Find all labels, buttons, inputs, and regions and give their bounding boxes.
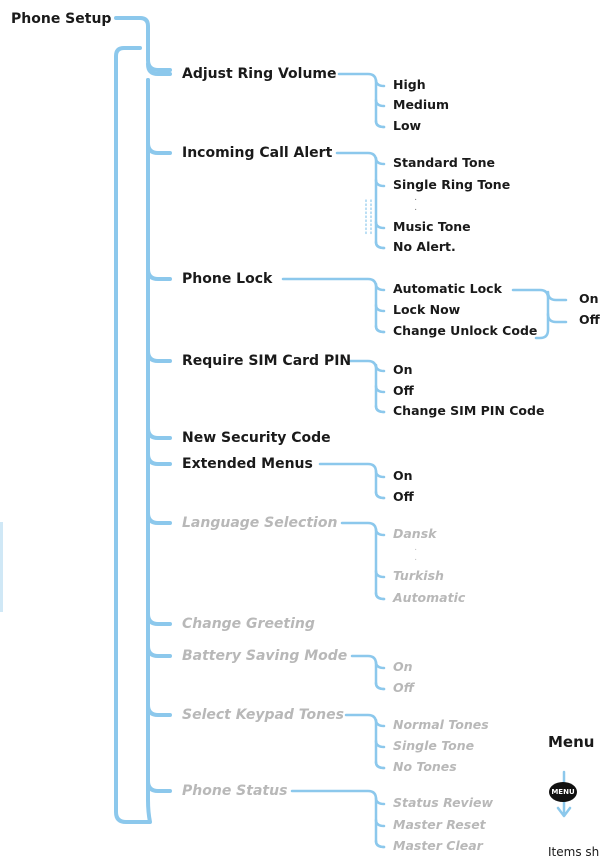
menu-item-phone-lock[interactable]: Phone Lock: [182, 271, 273, 287]
option-bracket-line: [290, 789, 386, 849]
option-turkish[interactable]: Turkish: [393, 568, 444, 583]
menu-item-change-greeting[interactable]: Change Greeting: [182, 616, 315, 632]
main-item-connector: [146, 349, 172, 363]
backbone-loop-line: [114, 46, 152, 824]
option-tick-line: [374, 178, 386, 188]
menu-item-extended-menus[interactable]: Extended Menus: [182, 456, 313, 472]
option-single-ring-tone[interactable]: Single Ring Tone: [393, 177, 511, 192]
option-on[interactable]: On: [393, 362, 413, 377]
option-tick-line: [374, 303, 386, 313]
menu-item-adjust-ring-volume[interactable]: Adjust Ring Volume: [182, 66, 337, 82]
option-tick-line: [374, 282, 386, 292]
option-standard-tone[interactable]: Standard Tone: [393, 155, 495, 170]
root-title-phone-setup: Phone Setup: [11, 11, 112, 27]
option-tick-line: [374, 569, 386, 579]
option-tick-line: [374, 98, 386, 108]
option-on[interactable]: On: [393, 468, 413, 483]
option-master-clear[interactable]: Master Clear: [393, 838, 483, 853]
option-no-tones[interactable]: No Tones: [393, 759, 457, 774]
main-item-connector: [146, 703, 172, 717]
option-tick-line: [374, 469, 386, 479]
sub-option-tick-line: [546, 290, 568, 302]
option-high[interactable]: High: [393, 77, 426, 92]
option-tick-line: [374, 591, 386, 601]
menu-item-battery-saving-mode[interactable]: Battery Saving Mode: [182, 648, 348, 664]
option-master-reset[interactable]: Master Reset: [393, 817, 486, 832]
menu-item-language-selection[interactable]: Language Selection: [182, 515, 338, 531]
option-normal-tones[interactable]: Normal Tones: [393, 717, 489, 732]
option-single-tone[interactable]: Single Tone: [393, 738, 475, 753]
option-tick-line: [374, 839, 386, 849]
option-tick-line: [374, 119, 386, 129]
side-heading-menu: Menu: [548, 733, 595, 751]
main-item-connector: [146, 426, 172, 440]
option-tick-line: [374, 760, 386, 770]
menu-item-require-sim-card-pin[interactable]: Require SIM Card PIN: [182, 353, 352, 369]
suboption-off[interactable]: Off: [579, 312, 600, 327]
option-bracket-line: [318, 462, 386, 500]
option-lock-now[interactable]: Lock Now: [393, 302, 461, 317]
option-automatic[interactable]: Automatic: [393, 590, 466, 605]
menu-item-new-security-code[interactable]: New Security Code: [182, 430, 331, 446]
ellipsis-dots: ··: [414, 544, 418, 565]
option-tick-line: [374, 240, 386, 250]
main-item-connector: [146, 267, 172, 281]
page-edge-marker: [0, 522, 3, 612]
option-tick-line: [374, 681, 386, 691]
option-change-sim-pin-code[interactable]: Change SIM PIN Code: [393, 403, 545, 418]
menu-key-icon: MENU: [549, 782, 577, 802]
menu-arrow-down-icon: [556, 800, 572, 818]
option-bracket-line: [344, 713, 386, 770]
main-item-connector: [146, 644, 172, 658]
option-tick-line: [374, 324, 386, 334]
main-item-connector: [146, 779, 172, 793]
option-automatic-lock[interactable]: Automatic Lock: [393, 281, 502, 296]
option-dansk[interactable]: Dansk: [393, 526, 437, 541]
menu-item-phone-status[interactable]: Phone Status: [182, 783, 288, 799]
option-medium[interactable]: Medium: [393, 97, 450, 112]
option-tick-line: [374, 718, 386, 728]
option-change-unlock-code[interactable]: Change Unlock Code: [393, 323, 538, 338]
option-low[interactable]: Low: [393, 118, 422, 133]
option-bracket-line: [350, 654, 386, 691]
sub-option-tick-line: [546, 312, 568, 324]
option-off[interactable]: Off: [393, 680, 415, 695]
option-status-review[interactable]: Status Review: [393, 795, 494, 810]
option-tick-line: [374, 490, 386, 500]
option-tick-line: [374, 363, 386, 373]
suboption-on[interactable]: On: [579, 291, 599, 306]
option-off[interactable]: Off: [393, 383, 414, 398]
option-tick-line: [374, 220, 386, 230]
option-off[interactable]: Off: [393, 489, 414, 504]
option-tick-line: [374, 739, 386, 749]
option-tick-line: [374, 660, 386, 670]
main-item-connector: [146, 62, 172, 76]
ellipsis-dots: ··: [414, 194, 418, 215]
option-on[interactable]: On: [393, 659, 413, 674]
root-connector-line: [114, 16, 172, 72]
option-tick-line: [374, 818, 386, 828]
main-item-connector: [146, 141, 172, 155]
menu-item-incoming-call-alert[interactable]: Incoming Call Alert: [182, 145, 333, 161]
menu-item-select-keypad-tones[interactable]: Select Keypad Tones: [182, 707, 344, 723]
option-tick-line: [374, 404, 386, 414]
option-tick-line: [374, 796, 386, 806]
option-tick-line: [374, 527, 386, 537]
main-item-connector: [146, 452, 172, 466]
option-tick-line: [374, 78, 386, 88]
option-bracket-line: [335, 151, 386, 250]
main-item-connector: [146, 612, 172, 626]
side-note-text: Items sh: [548, 845, 600, 859]
option-bracket-line: [281, 277, 386, 334]
option-tick-line: [374, 156, 386, 166]
option-music-tone[interactable]: Music Tone: [393, 219, 471, 234]
option-no-alert[interactable]: No Alert.: [393, 239, 456, 254]
option-tick-line: [374, 384, 386, 394]
main-item-connector: [146, 511, 172, 525]
